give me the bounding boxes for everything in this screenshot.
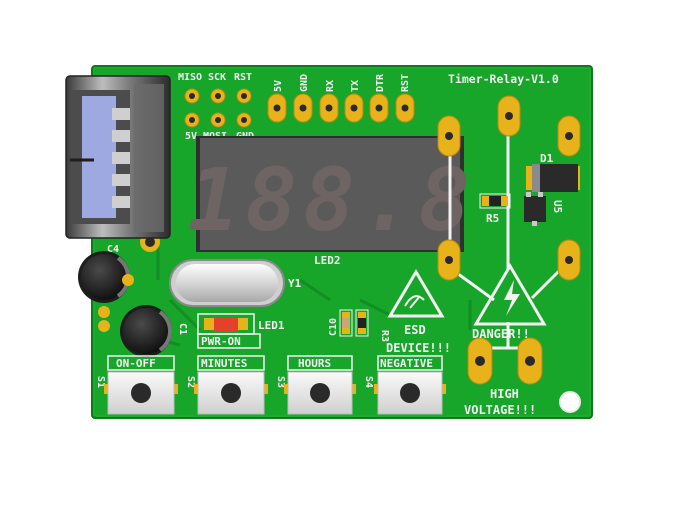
serial-header: 5V GND RX TX DTR RST (267, 73, 415, 123)
usb-connector (65, 75, 171, 252)
display-ref: LED2 (314, 254, 341, 267)
capacitor-c4: C4 (78, 244, 134, 303)
serial-label-rst: RST (400, 74, 411, 92)
svg-text:DEVICE!!!: DEVICE!!! (386, 341, 451, 355)
mounting-hole (559, 391, 581, 413)
button-s3[interactable]: HOURS S3 (275, 355, 356, 415)
danger-text: DANGER!! (472, 327, 530, 341)
isp-label-miso: MISO (178, 72, 202, 83)
high-voltage-line2: VOLTAGE!!! (464, 403, 536, 417)
button-row: ON-OFF S1 MINUTES S2 HOURS S3 (95, 355, 446, 415)
capacitor-c1: C1 (98, 305, 188, 357)
serial-label-rx: RX (325, 80, 336, 92)
button-s1-ref: S1 (95, 376, 106, 388)
crystal-y1: Y1 (169, 259, 302, 307)
isp-label-sck: SCK (208, 72, 226, 83)
svg-text:R3: R3 (379, 330, 390, 342)
button-s1[interactable]: ON-OFF S1 (95, 355, 178, 415)
button-s3-label: HOURS (298, 357, 331, 370)
svg-text:C10: C10 (328, 318, 339, 336)
high-voltage-section: DANGER!! HIGH VOLTAGE!!! D1 R5 U5 (437, 95, 581, 417)
svg-text:ESD: ESD (404, 323, 426, 337)
svg-text:D1: D1 (540, 152, 554, 165)
button-s4-actuator[interactable] (400, 383, 420, 403)
button-s3-actuator[interactable] (310, 383, 330, 403)
serial-label-tx: TX (350, 80, 361, 92)
button-s2-ref: S2 (185, 376, 196, 388)
serial-label-gnd: GND (299, 74, 310, 92)
svg-text:Y1: Y1 (288, 277, 302, 290)
power-led-caption: PWR-ON (201, 335, 241, 348)
svg-text:U5: U5 (551, 200, 564, 213)
esd-warning: ESD DEVICE!!! (386, 269, 451, 355)
serial-label-5v: 5V (273, 80, 284, 92)
isp-label-rst: RST (234, 72, 252, 83)
button-s4-ref: S4 (363, 376, 374, 388)
button-s4[interactable]: NEGATIVE S4 (363, 355, 446, 415)
button-s4-label: NEGATIVE (380, 357, 433, 370)
board-title: Timer-Relay-V1.0 (448, 72, 559, 86)
button-s2-label: MINUTES (201, 357, 247, 370)
display-digits: 188.8 (188, 151, 477, 251)
button-s1-label: ON-OFF (116, 357, 156, 370)
svg-text:C1: C1 (177, 323, 188, 335)
svg-text:LED1: LED1 (258, 319, 285, 332)
isp-label-5v: 5V (185, 131, 197, 142)
serial-label-dtr: DTR (375, 73, 386, 92)
button-s2-actuator[interactable] (221, 383, 241, 403)
svg-text:R5: R5 (486, 212, 499, 225)
high-voltage-line1: HIGH (490, 387, 519, 401)
power-led: LED1 PWR-ON (197, 313, 285, 349)
svg-text:C4: C4 (107, 244, 119, 255)
smd-c10-r3: C10 R3 (328, 309, 390, 342)
button-s2[interactable]: MINUTES S2 (185, 355, 268, 415)
button-s3-ref: S3 (275, 376, 286, 388)
seven-segment-display: 188.8 LED2 (188, 136, 477, 267)
isp-header: MISO SCK RST 5V MOSI GND (178, 72, 254, 142)
lightning-icon (504, 280, 520, 316)
button-s1-actuator[interactable] (131, 383, 151, 403)
